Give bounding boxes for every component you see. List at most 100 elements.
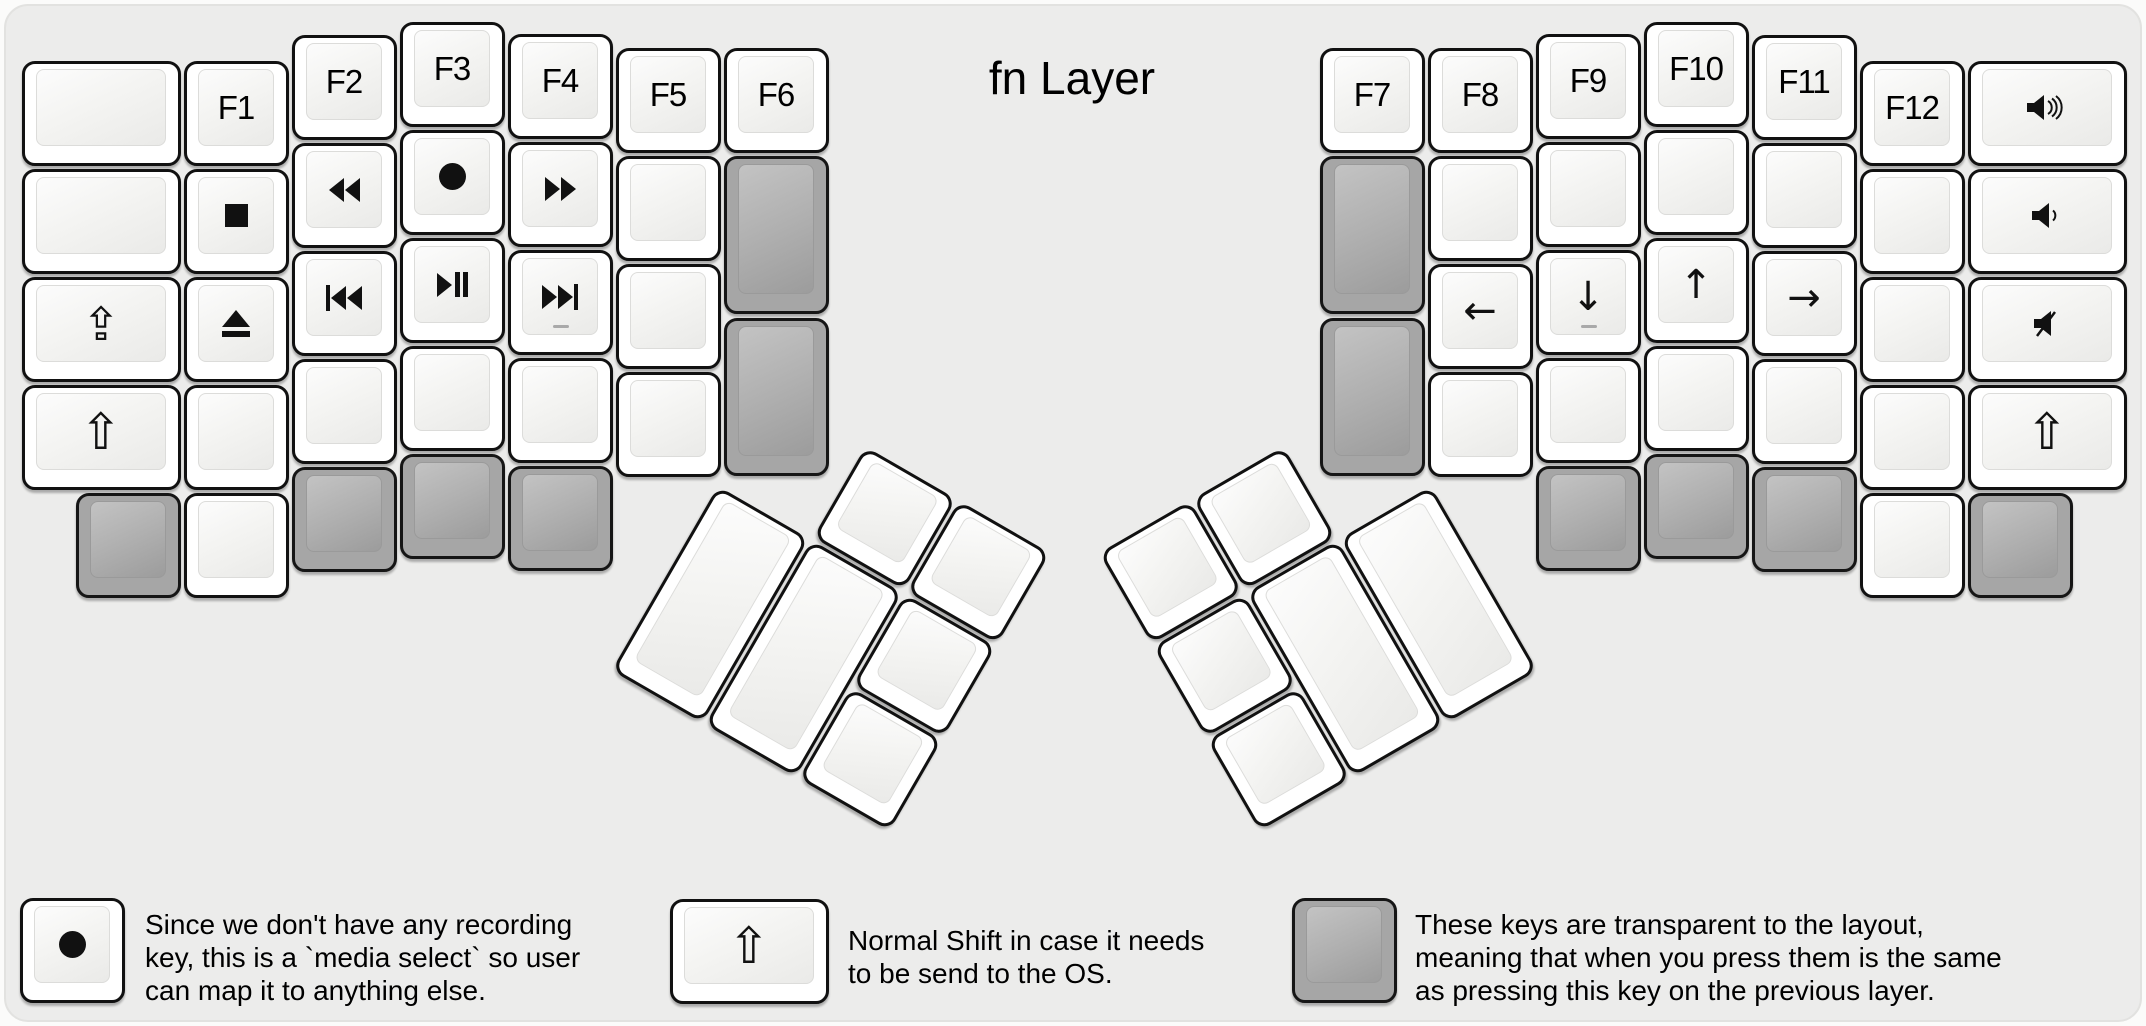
caps-lock-icon: ⇪: [81, 296, 121, 351]
key-down[interactable]: ↓: [1536, 250, 1641, 355]
key-transparent[interactable]: [724, 318, 829, 476]
keycap-surface: [1874, 393, 1950, 470]
homing-bar: [552, 325, 569, 328]
key-blank[interactable]: [1428, 156, 1533, 261]
key-up[interactable]: ↑: [1644, 238, 1749, 343]
key-f5[interactable]: F5: [616, 48, 721, 153]
legend-line: to be send to the OS.: [848, 958, 1113, 989]
keycap-surface: [835, 460, 940, 566]
key-blank[interactable]: [1644, 346, 1749, 451]
keycap-surface: [1115, 514, 1220, 620]
key-next[interactable]: [508, 250, 613, 355]
keycap-surface: [198, 393, 274, 470]
key-blank[interactable]: [1428, 372, 1533, 477]
key-prev[interactable]: [292, 251, 397, 356]
key-transparent[interactable]: [1968, 493, 2073, 598]
key-transparent[interactable]: [1644, 454, 1749, 559]
key-shift[interactable]: ⇧: [22, 385, 181, 490]
key-blank[interactable]: [616, 372, 721, 477]
keycap-surface: [738, 326, 814, 456]
key-transparent[interactable]: [508, 466, 613, 571]
key-caps[interactable]: ⇪: [22, 277, 181, 382]
key-blank[interactable]: [508, 358, 613, 463]
key-blank[interactable]: [400, 346, 505, 451]
key-vol-down[interactable]: [1968, 169, 2127, 274]
key-vol-up[interactable]: [1968, 61, 2127, 166]
key-transparent[interactable]: [1320, 156, 1425, 314]
key-transparent[interactable]: [1536, 466, 1641, 571]
key-transparent[interactable]: [1752, 467, 1857, 572]
keycap-surface: F10: [1658, 30, 1734, 107]
key-blank[interactable]: [22, 169, 181, 274]
key-left[interactable]: ←: [1428, 264, 1533, 369]
key-shift: ⇧: [670, 899, 829, 1004]
key-label: F2: [325, 62, 364, 100]
key-f6[interactable]: F6: [724, 48, 829, 153]
fast-forward-icon: [544, 176, 576, 201]
key-f2[interactable]: F2: [292, 35, 397, 140]
keycap-surface: [90, 501, 166, 578]
next-track-icon: [542, 283, 578, 310]
key-transparent[interactable]: [724, 156, 829, 314]
keycap-surface: [1658, 354, 1734, 431]
key-blank[interactable]: [1644, 130, 1749, 235]
key-blank[interactable]: [1860, 169, 1965, 274]
key-f9[interactable]: F9: [1536, 34, 1641, 139]
key-f8[interactable]: F8: [1428, 48, 1533, 153]
key-f10[interactable]: F10: [1644, 22, 1749, 127]
previous-track-icon: [326, 284, 362, 311]
key-record[interactable]: [400, 130, 505, 235]
keycap-surface: [36, 69, 166, 146]
key-eject[interactable]: [184, 277, 289, 382]
key-shift[interactable]: ⇧: [1968, 385, 2127, 490]
key-blank[interactable]: [1860, 493, 1965, 598]
key-label: F11: [1778, 62, 1830, 100]
key-transparent[interactable]: [1320, 318, 1425, 476]
keycap-surface: [1334, 326, 1410, 456]
keycap-surface: [630, 164, 706, 241]
key-blank[interactable]: [184, 385, 289, 490]
key-stop[interactable]: [184, 169, 289, 274]
keycap-surface: [522, 258, 598, 335]
keycap-surface: [306, 151, 382, 228]
key-blank[interactable]: [22, 61, 181, 166]
key-f1[interactable]: F1: [184, 61, 289, 166]
mute-icon: [2034, 311, 2056, 337]
key-ffwd[interactable]: [508, 142, 613, 247]
keycap-surface: F1: [198, 69, 274, 146]
key-blank[interactable]: [616, 264, 721, 369]
key-mute[interactable]: [1968, 277, 2127, 382]
key-f3[interactable]: F3: [400, 22, 505, 127]
key-blank[interactable]: [616, 156, 721, 261]
key-blank[interactable]: [1860, 385, 1965, 490]
key-blank[interactable]: [1536, 358, 1641, 463]
keycap-surface: F9: [1550, 42, 1626, 119]
arrow-down-icon: ↓: [1571, 273, 1605, 320]
key-blank[interactable]: [1752, 143, 1857, 248]
key-transparent[interactable]: [76, 493, 181, 598]
key-transparent[interactable]: [292, 467, 397, 572]
key-f11[interactable]: F11: [1752, 35, 1857, 140]
key-blank[interactable]: [292, 359, 397, 464]
shift-icon: ⇧: [2026, 402, 2068, 461]
key-rewind[interactable]: [292, 143, 397, 248]
key-blank[interactable]: [184, 493, 289, 598]
key-f12[interactable]: F12: [1860, 61, 1965, 166]
keycap-surface: →: [1766, 259, 1842, 336]
key-blank[interactable]: [1752, 359, 1857, 464]
key-blank[interactable]: [1860, 277, 1965, 382]
keycap-surface: F11: [1766, 43, 1842, 120]
key-playpause[interactable]: [400, 238, 505, 343]
key-label: F6: [757, 75, 796, 113]
keycap-surface: F12: [1874, 69, 1950, 146]
keycap-surface: [1874, 285, 1950, 362]
key-f4[interactable]: F4: [508, 34, 613, 139]
key-label: F5: [649, 75, 688, 113]
key-right[interactable]: →: [1752, 251, 1857, 356]
key-f7[interactable]: F7: [1320, 48, 1425, 153]
key-blank[interactable]: [1536, 142, 1641, 247]
key-label: F8: [1461, 75, 1500, 113]
key-transparent[interactable]: [400, 454, 505, 559]
